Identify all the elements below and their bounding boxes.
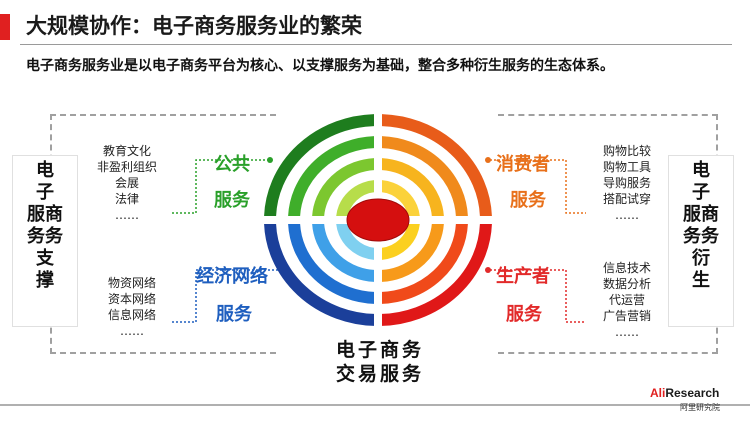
list-item: 购物工具 [602,160,651,174]
list-item: 法律 [114,192,139,206]
ecosystem-rings-diagram [264,114,492,326]
producer-bullet [485,267,491,273]
economic-network-title-1: 经济网络 [196,266,268,287]
list-item: 导购服务 [602,176,651,190]
public-connector [172,159,268,214]
logo-subtitle: 阿里研究院 [680,403,720,412]
consumer-title-2: 服务 [510,190,546,211]
right-label-char: 衍 [692,248,710,269]
list-item: 资本网络 [107,292,156,306]
left-label-char: 服商 [27,204,63,225]
list-item: 信息技术 [602,261,651,275]
title-accent-bar [0,14,10,40]
right-label-char: 电 [692,160,710,181]
list-item: 非盈利组织 [96,160,157,174]
list-item: 购物比较 [602,144,651,158]
page-subtitle: 电子商务服务业是以电子商务平台为核心、以支撑服务为基础，整合多种衍生服务的生态体… [26,58,614,74]
core-service-line2: 交易服务 [335,363,424,385]
public-services-list: 教育文化 非盈利组织 会展 法律 …… [82,143,172,223]
economic-network-title-2: 服务 [216,304,252,325]
left-label-char: 撑 [36,270,54,291]
aliresearch-logo: AliResearch [650,386,719,400]
left-label-char: 电 [36,160,54,181]
economic-network-list: 物资网络 资本网络 信息网络 …… [92,275,172,339]
title-divider [20,44,732,45]
right-label-char: 务务 [683,226,719,247]
economic-connector [172,269,278,323]
page-title: 大规模协作：电子商务服务业的繁荣 [26,14,362,38]
producer-title-1: 生产者 [496,266,550,287]
list-item: 代运营 [608,293,645,307]
list-item: 物资网络 [107,276,156,290]
consumer-services-list: 购物比较 购物工具 导购服务 搭配试穿 …… [586,143,668,223]
list-item: …… [120,324,144,338]
core-service-line1: 电子商务 [335,339,424,361]
public-bullet [267,157,273,163]
footer-divider [0,404,750,406]
right-label-char: 服商 [683,204,719,225]
producer-services-list: 信息技术 数据分析 代运营 广告营销 …… [586,260,668,340]
list-item: …… [115,208,139,222]
left-label-char: 务务 [27,226,63,247]
left-side-label: 电 子 服商 务务 支 撑 [12,155,78,327]
list-item: …… [615,325,639,339]
right-label-char: 子 [692,182,710,203]
list-item: 搭配试穿 [602,192,651,206]
consumer-bullet [485,157,491,163]
list-item: 教育文化 [102,144,151,158]
consumer-title-1: 消费者 [496,154,550,175]
right-label-char: 生 [692,270,710,291]
list-item: …… [615,208,639,222]
right-side-label: 电 子 服商 务务 衍 生 [668,155,734,327]
logo-ali-text: Ali [650,386,666,400]
producer-connector [486,269,586,323]
list-item: 广告营销 [602,309,651,323]
left-label-char: 子 [36,182,54,203]
public-services-title-2: 服务 [214,190,250,211]
producer-title-2: 服务 [506,304,542,325]
left-label-char: 支 [36,248,54,269]
logo-research-text: Research [665,386,720,400]
consumer-connector [486,159,586,214]
list-item: 数据分析 [602,277,651,291]
list-item: 会展 [114,176,139,190]
public-services-title-1: 公共 [214,154,250,175]
core-platform-disc [346,198,410,242]
core-service-label: 电子商务 交易服务 [300,338,460,386]
list-item: 信息网络 [107,308,156,322]
